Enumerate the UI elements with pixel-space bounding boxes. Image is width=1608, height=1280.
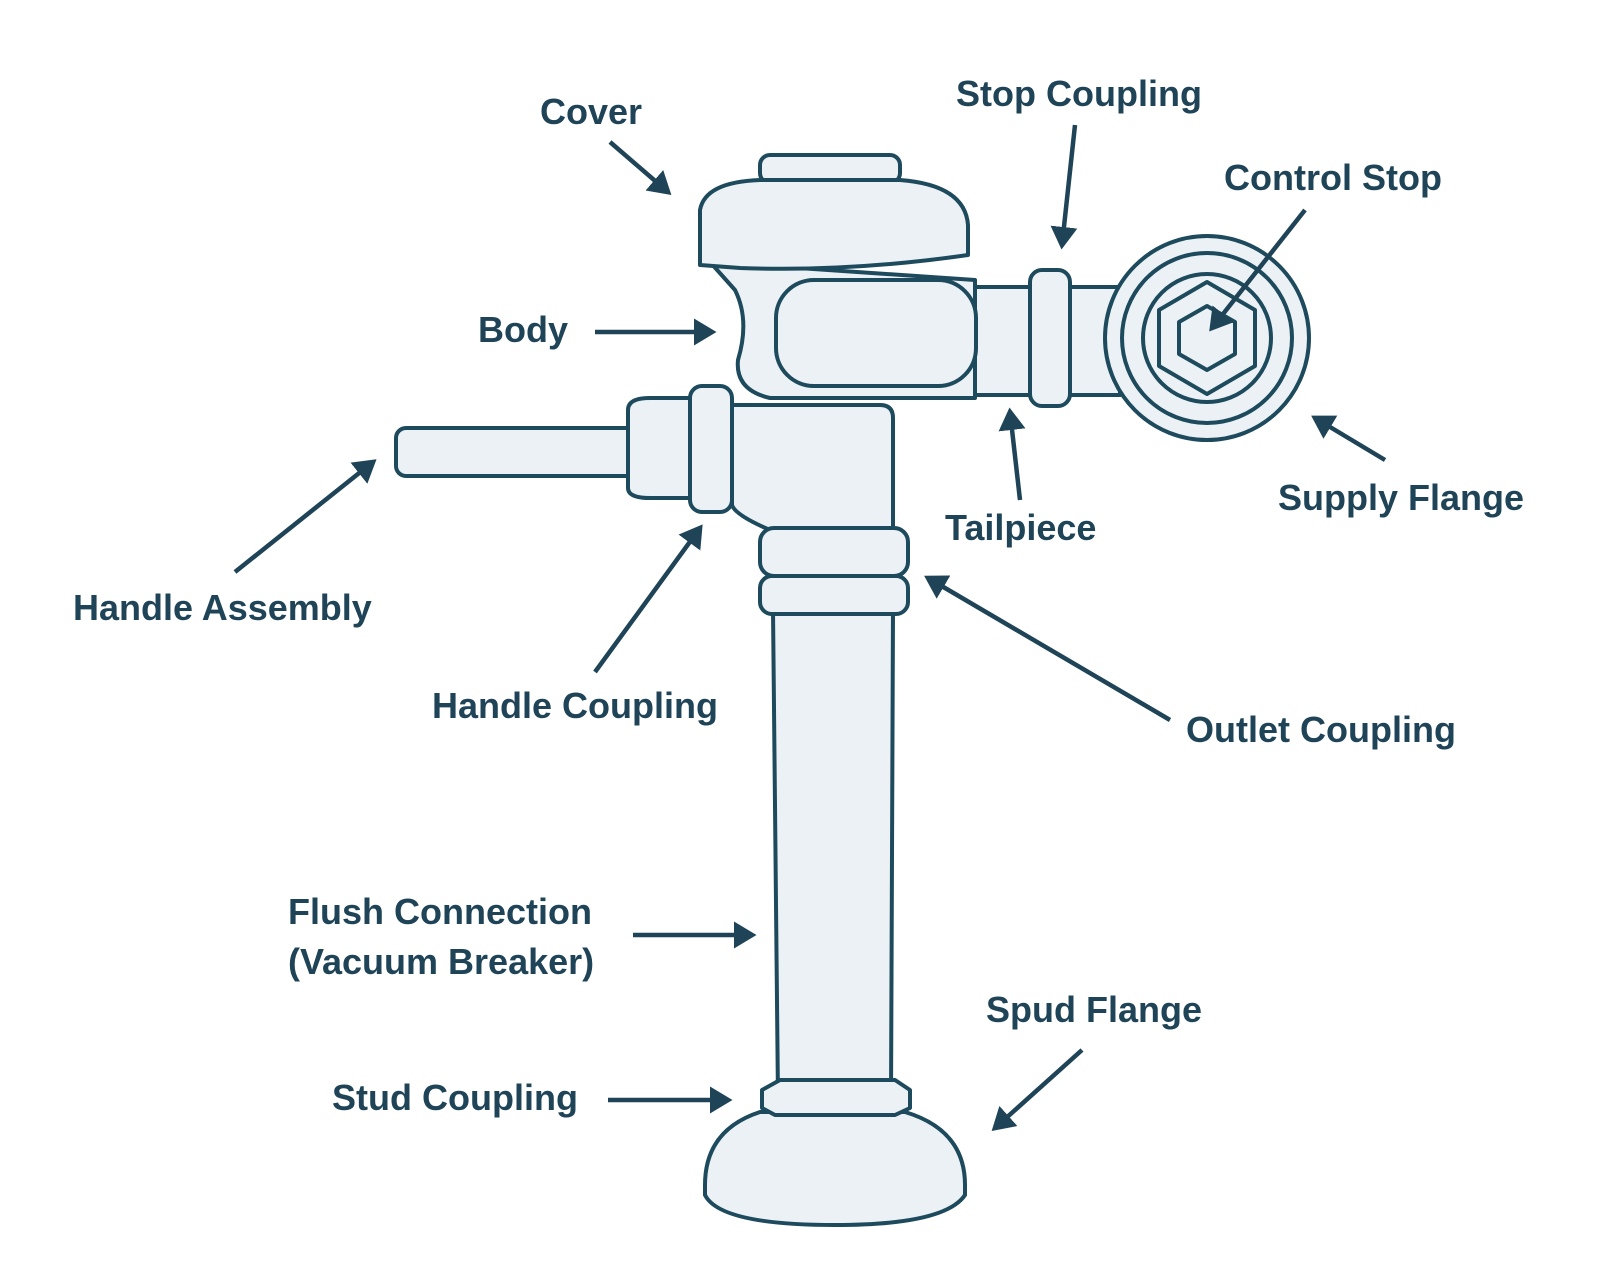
outlet-coupling-lower xyxy=(758,574,910,616)
label-outlet-coupling: Outlet Coupling xyxy=(1186,709,1456,750)
labels: Cover Stop Coupling Control Stop Body Su… xyxy=(73,73,1524,1118)
label-spud-flange: Spud Flange xyxy=(986,989,1202,1030)
flush-connection-tube xyxy=(771,608,895,1102)
arrow-handle-assembly xyxy=(233,459,377,574)
label-cover: Cover xyxy=(540,91,642,132)
valve-lower-body xyxy=(730,403,895,532)
handle-lever xyxy=(394,426,638,478)
stop-coupling-part xyxy=(1028,268,1072,408)
label-tailpiece: Tailpiece xyxy=(945,507,1096,548)
handle-coupling-part xyxy=(688,384,734,514)
label-stud-coupling: Stud Coupling xyxy=(332,1077,578,1118)
label-handle-coupling: Handle Coupling xyxy=(432,685,718,726)
cover-part xyxy=(698,178,970,271)
callout-arrows xyxy=(233,124,1387,1132)
body-inner-panel xyxy=(774,278,978,388)
stud-coupling-part xyxy=(760,1078,912,1117)
arrow-stop-coupling xyxy=(1050,124,1078,250)
arrow-tailpiece xyxy=(998,407,1026,501)
label-supply-flange: Supply Flange xyxy=(1278,477,1524,518)
arrow-control-stop xyxy=(1209,208,1307,332)
label-body: Body xyxy=(478,309,568,350)
label-control-stop: Control Stop xyxy=(1224,157,1442,198)
spud-flange-part xyxy=(703,1110,967,1227)
label-stop-coupling: Stop Coupling xyxy=(956,73,1202,114)
label-handle-assembly: Handle Assembly xyxy=(73,587,372,628)
arrow-spud-flange xyxy=(991,1048,1084,1132)
arrow-handle-coupling xyxy=(593,524,703,674)
label-vacuum-breaker: (Vacuum Breaker) xyxy=(288,941,594,982)
outlet-coupling-upper xyxy=(758,526,910,578)
arrow-outlet-coupling xyxy=(924,575,1172,722)
arrow-cover xyxy=(608,140,672,195)
arrow-supply-flange xyxy=(1311,415,1387,462)
flushometer-illustration xyxy=(394,153,1311,1227)
label-flush-connection: Flush Connection xyxy=(288,891,592,932)
